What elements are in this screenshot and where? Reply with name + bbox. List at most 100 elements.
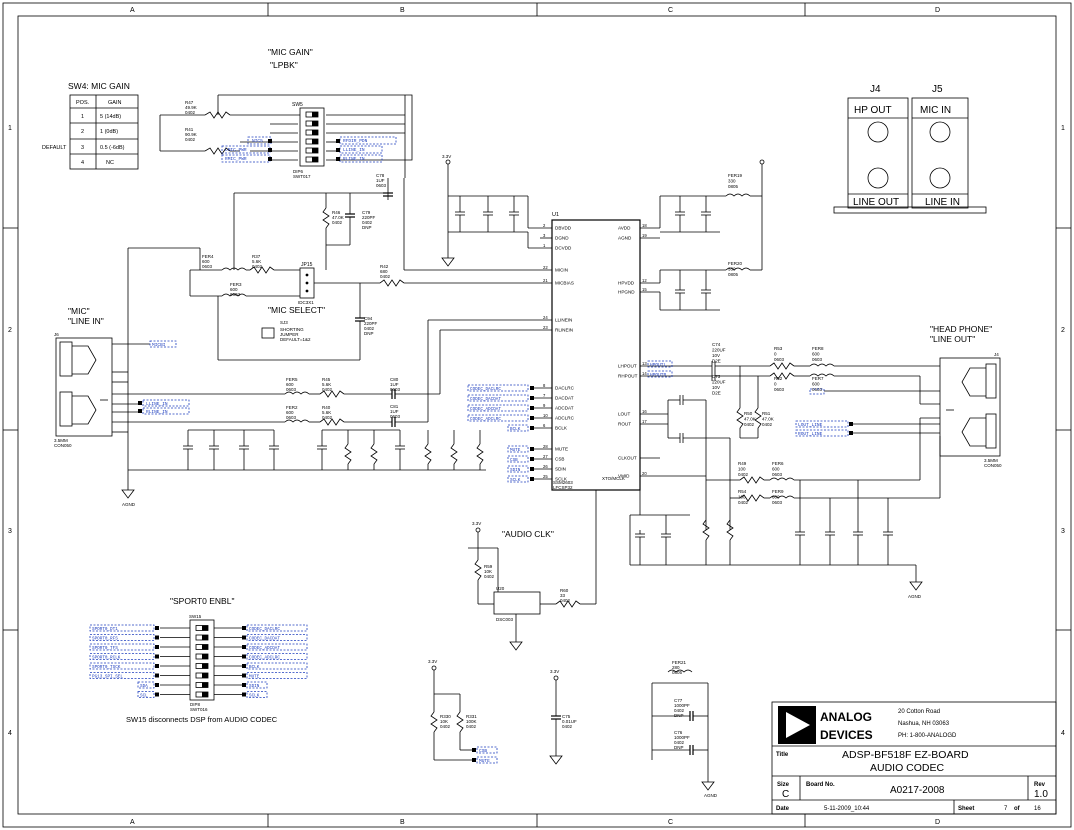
net-label: MUTE xyxy=(249,674,260,679)
net-label: CODEC_DACDAT xyxy=(249,636,280,641)
col-label: C xyxy=(668,7,673,14)
codec-pin-number: 10 xyxy=(543,413,548,418)
col-label: B xyxy=(400,819,405,826)
mic-gain-label: "MIC GAIN" xyxy=(268,47,313,57)
net-flag xyxy=(155,635,159,640)
v33-label: 3.3V xyxy=(428,659,437,664)
codec-pin-number: 20 xyxy=(642,471,647,476)
sw4-table: SW4: MIC GAIN POS. GAIN 1 5 (14dB) 2 1 (… xyxy=(42,81,139,170)
address-line3: PH: 1-800-ANALOGD xyxy=(898,733,957,739)
codec-pin-name: ROUT xyxy=(618,422,631,427)
codec-pin-name: MUTE xyxy=(555,447,568,452)
codec-pin-name: VMID xyxy=(618,474,630,479)
net-label: LLINE_IN xyxy=(146,401,168,407)
net-flag xyxy=(155,654,159,659)
col-label: D xyxy=(935,7,940,14)
hp-net-labels: HPOUTL HPOUTR LOUT_LINE ROUT_LINE xyxy=(647,360,940,437)
codec-pin-number: 26 xyxy=(543,464,548,469)
codec-supply-caps xyxy=(441,159,552,267)
j6-ref: J6 xyxy=(54,332,59,337)
codec-pin-name: AGND xyxy=(618,236,632,241)
date-label: Date xyxy=(776,806,790,812)
u20-ref: U20 xyxy=(496,586,505,591)
net-flag xyxy=(242,692,246,697)
title-block: ANALOG DEVICES 20 Cotton Road Nashua, NH… xyxy=(771,701,1057,815)
net-flag xyxy=(242,626,246,630)
row-label: 3 xyxy=(1061,528,1065,535)
audio-clk-label: "AUDIO CLK" xyxy=(502,529,554,539)
panel-line-in-label: LINE IN xyxy=(925,197,960,208)
codec-pin-number: 3 xyxy=(543,233,546,238)
net-label: CODEC_ADCDAT xyxy=(249,646,280,651)
net-box xyxy=(246,624,308,632)
head-phone-label: "HEAD PHONE" xyxy=(930,324,992,334)
net-label: SPORT0_TSCK xyxy=(92,665,121,670)
sheet-label: Sheet xyxy=(958,806,974,812)
net-box xyxy=(246,672,308,679)
xtal-pin: XTO/MCLK xyxy=(602,476,625,481)
date-value: 5-11-2009_10:44 xyxy=(824,806,870,812)
net-box xyxy=(246,691,268,698)
j4-panel-label: J4 xyxy=(870,84,881,95)
net-label: SCL xyxy=(140,693,148,698)
sw4-header: GAIN xyxy=(108,100,121,106)
net-label: MUTE xyxy=(479,758,490,764)
col-label: D xyxy=(935,819,940,826)
dip-toggle-knob xyxy=(202,625,208,631)
codec-pin-name: DCVDD xyxy=(555,246,572,251)
sw4-header: POS. xyxy=(76,100,90,106)
sw4-cell: 2 xyxy=(81,129,84,135)
dip-toggle-knob xyxy=(202,644,208,650)
codec-pin-number: 21 xyxy=(543,278,548,283)
row-label: 4 xyxy=(1061,730,1065,737)
dip-toggle-knob xyxy=(202,654,208,659)
net-label: BCLK xyxy=(510,427,521,432)
net-label: SDIN xyxy=(249,684,260,689)
codec-pin-name: DACLRC xyxy=(555,386,575,391)
mic-select-label: "MIC SELECT" xyxy=(268,305,325,315)
net-label: HPOUTR xyxy=(650,372,667,378)
sw4-cell: 0.5 (-6dB) xyxy=(100,145,125,151)
net-label: RLINE_IN xyxy=(343,156,365,162)
codec-pin-name: MICIN xyxy=(555,268,568,273)
row-label: 1 xyxy=(8,125,12,132)
net-label: RLINE_IN xyxy=(146,409,168,415)
col-label: C xyxy=(668,819,673,826)
net-flag xyxy=(242,673,246,678)
agnd-label: AGND xyxy=(122,502,136,507)
codec-pin-number: 15 xyxy=(642,287,647,292)
codec-pin-name: MICBIAS xyxy=(555,281,574,286)
company-line2: DEVICES xyxy=(820,728,873,742)
codec-pin-name: SDIN xyxy=(555,467,566,472)
codec-pin-name: DGND xyxy=(555,236,569,241)
row-label: 2 xyxy=(8,327,12,334)
net-flag xyxy=(242,664,246,668)
codec-pin-number: 12 xyxy=(642,278,647,283)
net-box xyxy=(137,681,155,689)
net-box xyxy=(246,662,308,670)
j5-panel-label: J5 xyxy=(932,84,943,95)
net-label: SPORT0_TFS xyxy=(92,646,118,651)
codec-pin-name: RLINEIN xyxy=(555,328,573,333)
col-label: B xyxy=(400,7,405,14)
sw4-cell: 1 xyxy=(81,114,84,120)
sport-rows: SPORT0_DT1SPORT0_RFSSPORT0_TFSSPORT0_RCL… xyxy=(89,624,308,698)
agnd-symbol: AGND xyxy=(121,489,136,507)
